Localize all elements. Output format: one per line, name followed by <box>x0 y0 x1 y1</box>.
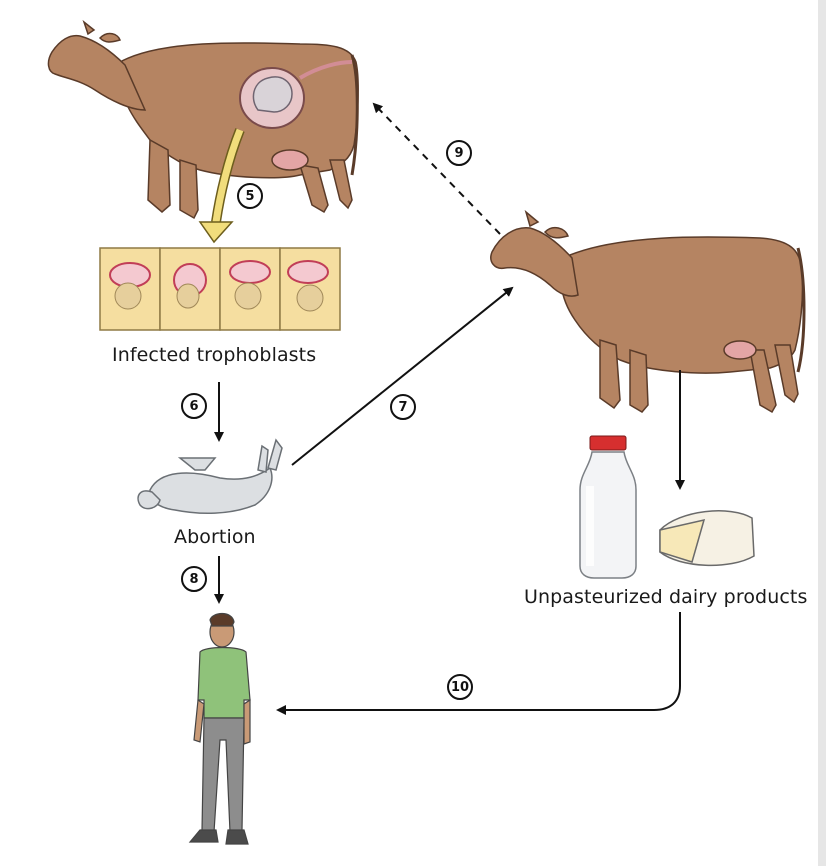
page-scrollbar-edge <box>818 0 826 866</box>
abortion-label: Abortion <box>174 526 256 548</box>
step-8-badge: 8 <box>181 566 207 592</box>
arrow-7 <box>291 286 514 466</box>
trophoblast-cells-illustration <box>99 247 341 331</box>
step-10-badge: 10 <box>447 674 473 700</box>
step-9-badge: 9 <box>446 140 472 166</box>
human-figure-illustration <box>188 612 251 845</box>
arrow-9 <box>372 102 501 235</box>
step-7-badge: 7 <box>390 394 416 420</box>
step-5-badge: 5 <box>237 183 263 209</box>
pregnant-cow-illustration <box>47 19 359 220</box>
transmission-arrow-5 <box>198 128 245 244</box>
milk-bottle-icon <box>579 435 637 579</box>
infected-trophoblasts-label: Infected trophoblasts <box>112 344 317 366</box>
uterus-with-fetus-icon <box>239 60 353 129</box>
cow-illustration <box>490 209 806 414</box>
unpasteurized-dairy-label: Unpasteurized dairy products <box>524 586 808 608</box>
aborted-calf-illustration <box>137 438 283 515</box>
cheese-wheel-icon <box>659 510 755 567</box>
step-6-badge: 6 <box>181 393 207 419</box>
arrow-10 <box>276 612 681 715</box>
